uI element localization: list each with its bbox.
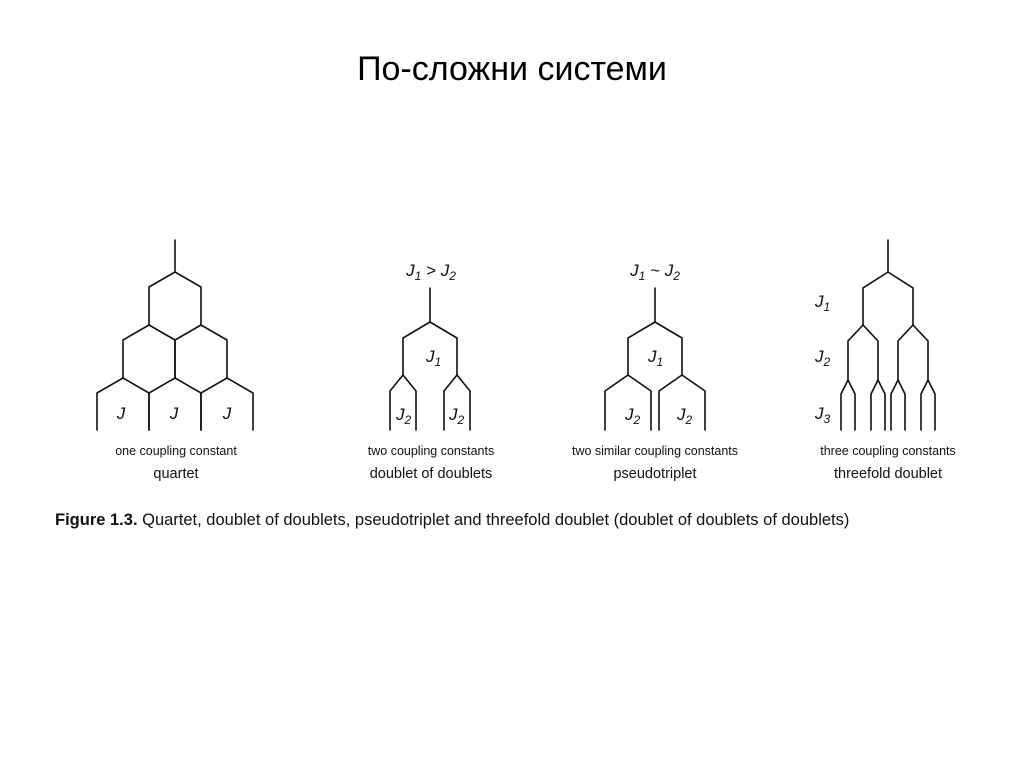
- quartet-l3a-right: [122, 377, 150, 431]
- quartet-l2a-left: [122, 324, 150, 379]
- quartet-l2a-right: [148, 324, 176, 379]
- td-level-label-1: J1: [814, 292, 830, 314]
- pt-l1-right: [654, 321, 683, 376]
- dd-l2a-right: [402, 374, 417, 431]
- quartet-l2b-left: [174, 324, 202, 379]
- td-l2a-right: [862, 324, 879, 381]
- quartet-j-label-1: J: [116, 404, 126, 423]
- pt-header: J1 ~ J2: [629, 261, 680, 283]
- pt-j1-label: J1: [647, 347, 663, 369]
- td-name: threefold doublet: [834, 466, 942, 482]
- td-l3a-left: [840, 379, 849, 431]
- pt-j2-label-left: J2: [624, 405, 641, 427]
- td-l3b-right: [877, 379, 886, 431]
- figure-caption-text: Quartet, doublet of doublets, pseudotrip…: [137, 511, 850, 529]
- td-l3b-left: [870, 379, 879, 431]
- td-l3a-right: [847, 379, 856, 431]
- dd-l1-left: [402, 321, 431, 376]
- quartet-l1-right: [174, 271, 202, 326]
- quartet-l2b-right: [200, 324, 228, 379]
- td-l2a-left: [847, 324, 864, 381]
- quartet-l3c-right: [226, 377, 254, 431]
- quartet-description: one coupling constant: [115, 444, 237, 458]
- dd-name: doublet of doublets: [370, 466, 493, 482]
- td-level-label-3: J3: [814, 404, 831, 426]
- quartet-name: quartet: [153, 466, 198, 482]
- dd-l2a-left: [389, 374, 404, 431]
- td-l3d-left: [920, 379, 929, 431]
- dd-l2b-right: [456, 374, 471, 431]
- td-l3c-left: [890, 379, 899, 431]
- pt-l1-left: [627, 321, 656, 376]
- pt-l2a-left: [604, 374, 629, 431]
- pt-description: two similar coupling constants: [572, 444, 738, 458]
- dd-l1-right: [429, 321, 458, 376]
- dd-j2-label-right: J2: [448, 405, 465, 427]
- quartet-j-label-2: J: [169, 404, 179, 423]
- td-l2b-right: [912, 324, 929, 381]
- td-l1-right: [887, 271, 914, 326]
- quartet-j-label-3: J: [222, 404, 232, 423]
- splitting-tree-lines: [96, 239, 936, 431]
- quartet-l3b-right: [174, 377, 202, 431]
- pt-l2b-right: [681, 374, 706, 431]
- dd-description: two coupling constants: [368, 444, 494, 458]
- td-description: three coupling constants: [820, 444, 956, 458]
- td-l2b-left: [897, 324, 914, 381]
- pt-name: pseudotriplet: [613, 466, 696, 482]
- quartet-l1-left: [148, 271, 176, 326]
- pt-j2-label-right: J2: [676, 405, 693, 427]
- dd-j2-label-left: J2: [395, 405, 412, 427]
- dd-j1-label: J1: [425, 347, 441, 369]
- pt-l2a-right: [627, 374, 652, 431]
- td-l3c-right: [897, 379, 906, 431]
- td-l3d-right: [927, 379, 936, 431]
- dd-l2b-left: [443, 374, 458, 431]
- quartet-l3a-left: [96, 377, 124, 431]
- dd-header: J1 > J2: [405, 261, 456, 283]
- pt-l2b-left: [658, 374, 683, 431]
- td-l1-left: [862, 271, 889, 326]
- td-level-label-2: J2: [814, 347, 831, 369]
- slide-title: По-сложни системи: [357, 50, 667, 88]
- quartet-l3c-left: [200, 377, 228, 431]
- quartet-l3b-left: [148, 377, 176, 431]
- figure-caption-label: Figure 1.3.: [55, 511, 138, 529]
- figure-caption: Figure 1.3. Quartet, doublet of doublets…: [55, 511, 1015, 530]
